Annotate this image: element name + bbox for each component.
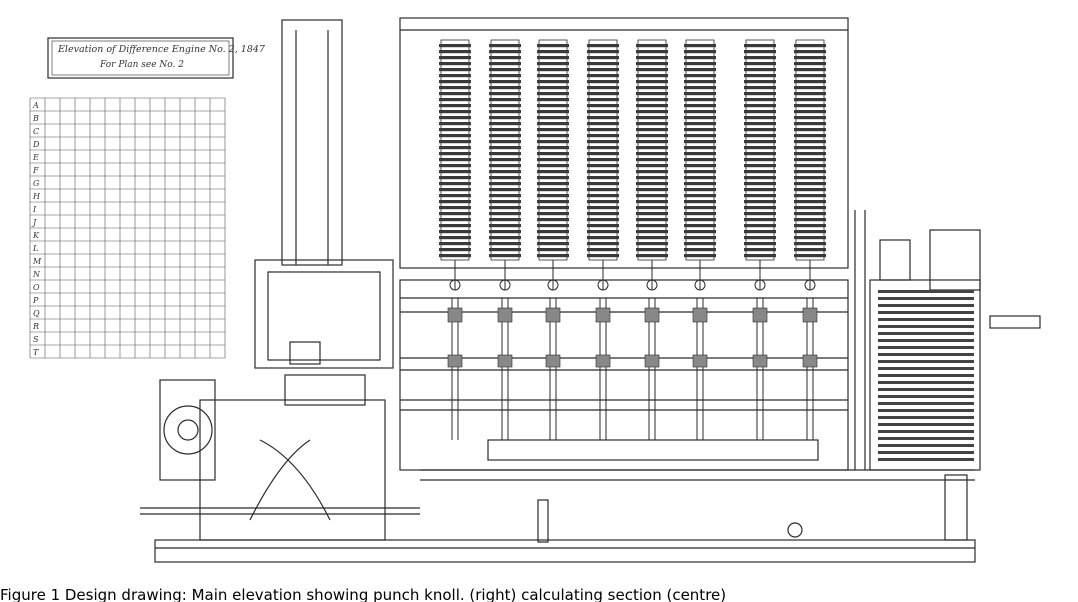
printing-plate: [878, 395, 974, 398]
figure-wheel-column: [684, 39, 716, 291]
figure-wheel-columns: [439, 39, 826, 291]
calculating-shaft: [447, 298, 463, 440]
figure-caption: Figure 1 Design drawing: Main elevation …: [0, 588, 727, 602]
printing-plate: [878, 381, 974, 384]
figure-wheel-column: [489, 39, 521, 291]
calculating-shafts: [447, 298, 818, 440]
calculating-shaft: [497, 298, 513, 440]
printing-plate: [878, 318, 974, 321]
table-row-label: B: [32, 114, 39, 123]
printing-plate: [878, 297, 974, 300]
title-cartouche: [47, 37, 234, 79]
table-row-label: K: [32, 231, 40, 240]
printing-plate: [878, 360, 974, 363]
figure-wheel-column: [636, 39, 668, 291]
figure-wheel-column: [587, 39, 619, 291]
figure-wheel-column: [794, 39, 826, 291]
table-row-label: N: [32, 270, 41, 279]
calculating-shaft: [752, 298, 768, 440]
printing-plate: [878, 311, 974, 314]
calculating-shaft: [595, 298, 611, 440]
table-row-label: P: [32, 296, 39, 305]
table-row-label: H: [32, 192, 41, 201]
printing-plate: [878, 367, 974, 370]
printing-stack: [878, 290, 974, 461]
printing-plate: [878, 437, 974, 440]
printing-plate: [878, 402, 974, 405]
table-row-label: L: [32, 244, 38, 253]
table-row-label: S: [33, 335, 39, 344]
printing-plate: [878, 290, 974, 293]
printing-plate: [878, 353, 974, 356]
printing-plate: [878, 409, 974, 412]
printing-plate: [878, 423, 974, 426]
figure-wheel-column: [744, 39, 776, 291]
printing-plate: [878, 332, 974, 335]
printing-plate: [878, 388, 974, 391]
drawing-title-line2: For Plan see No. 2: [100, 60, 185, 70]
printing-plate: [878, 416, 974, 419]
table-row-label: I: [32, 205, 37, 214]
printing-plate: [878, 346, 974, 349]
drawing-title-line1: Elevation of Difference Engine No. 2, 18…: [58, 44, 265, 55]
calculating-shaft: [545, 298, 561, 440]
calculating-shaft: [802, 298, 818, 440]
table-row-label: F: [32, 166, 39, 175]
table-row-label: A: [32, 101, 39, 110]
table-row-label: T: [33, 348, 39, 357]
printing-plate: [878, 304, 974, 307]
table-row-label: E: [32, 153, 39, 162]
table-row-label: Q: [33, 309, 40, 318]
printing-plate: [878, 451, 974, 454]
printing-plate: [878, 444, 974, 447]
calculating-shaft: [644, 298, 660, 440]
printing-plate: [878, 458, 974, 461]
printing-plate: [878, 325, 974, 328]
table-row-label: O: [33, 283, 40, 292]
table-row-label: C: [33, 127, 39, 136]
calculating-shaft: [692, 298, 708, 440]
printing-plate: [878, 430, 974, 433]
printing-plate: [878, 339, 974, 342]
printing-plate: [878, 374, 974, 377]
table-row-label: M: [32, 257, 42, 266]
table-row-label: R: [32, 322, 39, 331]
figure-wheel-column: [439, 39, 471, 291]
engine-frame: [140, 17, 1041, 563]
figure-wheel-column: [537, 39, 569, 291]
table-row-label: D: [32, 140, 40, 149]
table-row-label: J: [31, 218, 37, 227]
table-row-label: G: [33, 179, 40, 188]
